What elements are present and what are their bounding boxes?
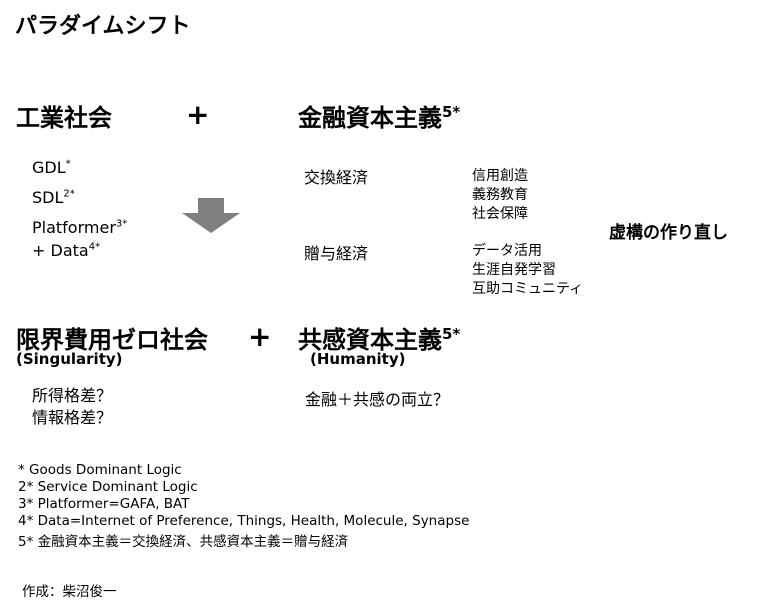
data-item: + Data4* xyxy=(32,241,101,260)
footnote: 2* Service Dominant Logic xyxy=(18,479,198,495)
info-gap-item: 情報格差？ xyxy=(32,408,113,427)
exchange-economy-label: 交換経済 xyxy=(304,168,369,187)
footnote: 3* Platformer=GAFA, BAT xyxy=(18,496,190,512)
gift-item: 生涯自発学習 xyxy=(472,262,556,278)
empathy-heading: 共感資本主義5* xyxy=(298,325,461,354)
industrial-heading: 工業社会 xyxy=(16,104,112,132)
footnote: 4* Data=Internet of Preference, Things, … xyxy=(18,513,470,529)
footnote: * Goods Dominant Logic xyxy=(18,462,182,478)
exchange-item: 義務教育 xyxy=(472,187,528,203)
humanity-label: (Humanity) xyxy=(310,350,406,368)
coexistence-item: 金融＋共感の両立？ xyxy=(305,390,450,409)
exchange-item: 社会保障 xyxy=(472,206,528,222)
income-gap-item: 所得格差？ xyxy=(32,386,113,405)
plus-sign-bottom: + xyxy=(248,320,272,353)
gift-item: データ活用 xyxy=(472,243,542,259)
down-arrow-icon xyxy=(182,198,240,233)
exchange-item: 信用創造 xyxy=(472,168,528,184)
author-credit: 作成：柴沼俊一 xyxy=(22,584,117,600)
zero-cost-heading: 限界費用ゼロ社会 xyxy=(16,326,208,354)
singularity-label: (Singularity) xyxy=(16,350,123,368)
footnote: 5* 金融資本主義＝交換経済、共感資本主義＝贈与経済 xyxy=(18,534,349,550)
financial-heading: 金融資本主義5* xyxy=(298,103,461,132)
plus-sign-top: + xyxy=(186,98,210,131)
page-title: パラダイムシフト xyxy=(15,14,191,39)
platformer-item: Platformer3* xyxy=(32,218,128,237)
remake-fiction-label: 虚構の作り直し xyxy=(609,223,728,243)
gift-item: 互助コミュニティ xyxy=(472,281,584,297)
sdl-item: SDL2* xyxy=(32,188,75,207)
gift-economy-label: 贈与経済 xyxy=(304,244,369,263)
gdl-item: GDL* xyxy=(32,158,71,177)
